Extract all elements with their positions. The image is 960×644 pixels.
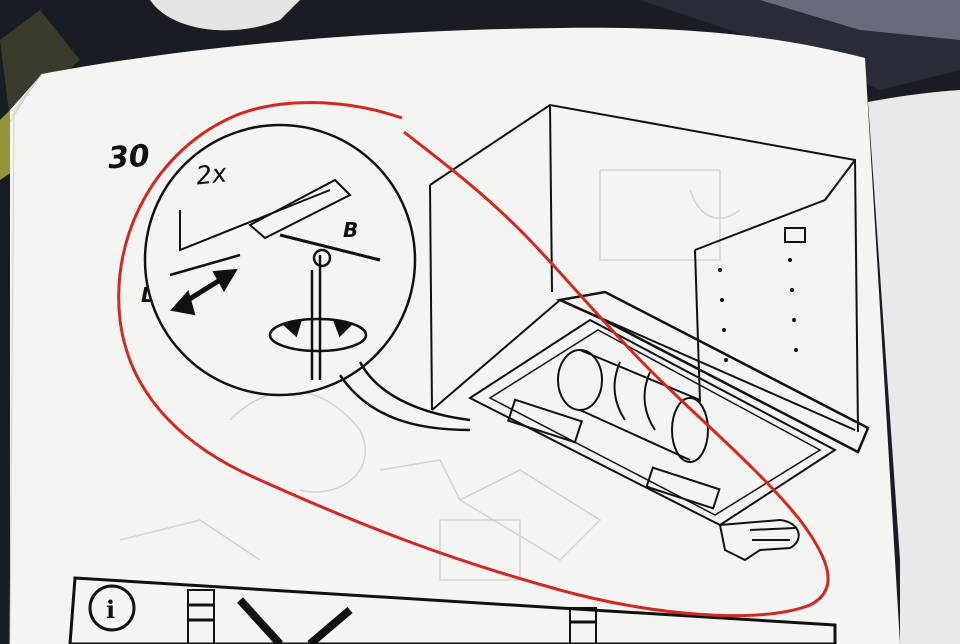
cabinet-drawing xyxy=(429,103,870,562)
svg-text:i: i xyxy=(106,595,115,624)
faint-background-drawing xyxy=(119,169,741,581)
pointing-hand-icon xyxy=(718,518,800,562)
info-box: i xyxy=(68,576,837,644)
red-annotation-circle xyxy=(117,101,830,618)
next-page xyxy=(868,90,960,644)
double-arrow-icon xyxy=(170,268,238,316)
quantity-label: 2x xyxy=(194,158,229,191)
detail-callout xyxy=(143,123,471,432)
part-label-b: B xyxy=(343,218,359,242)
rotate-arrow-icon xyxy=(268,317,368,353)
page-stack-edges xyxy=(9,73,43,644)
part-label-l: L xyxy=(141,283,154,307)
info-icon xyxy=(88,584,136,632)
manual-page xyxy=(10,27,900,644)
screwdriver-icon xyxy=(310,248,332,380)
step-number: 30 xyxy=(106,138,151,177)
